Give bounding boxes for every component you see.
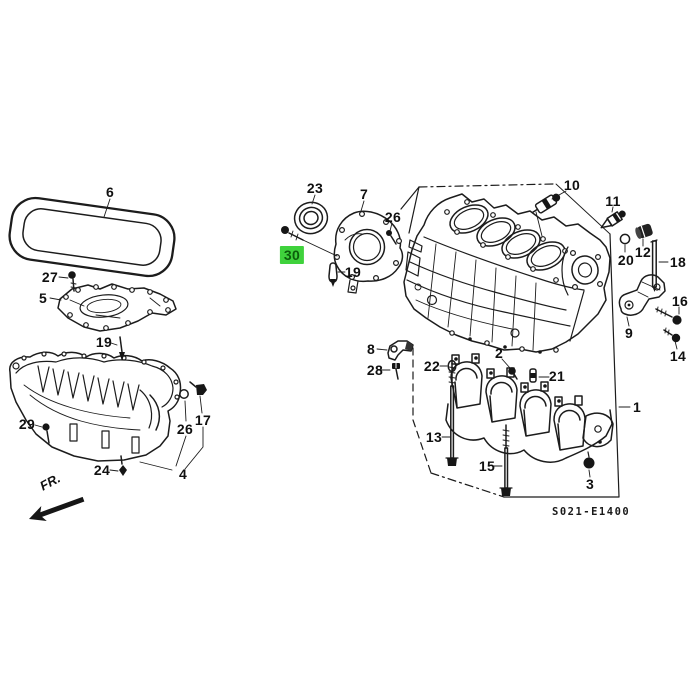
- part-26-bolt-top: [386, 230, 397, 245]
- callout-20[interactable]: 20: [617, 252, 635, 268]
- callout-18[interactable]: 18: [669, 254, 687, 270]
- callout-19-b[interactable]: 19: [95, 334, 113, 350]
- callout-6[interactable]: 6: [105, 184, 115, 200]
- callout-19[interactable]: 19: [344, 264, 362, 280]
- callout-14[interactable]: 14: [669, 348, 687, 364]
- part-17-drain-bolt: [189, 381, 207, 395]
- part-30-bolt: [281, 226, 338, 257]
- callout-3[interactable]: 3: [585, 476, 595, 492]
- callout-2[interactable]: 2: [494, 345, 504, 361]
- leader-lines: [34, 190, 680, 478]
- diagram-code: S021-E1400: [552, 506, 631, 518]
- callout-1[interactable]: 1: [632, 399, 642, 415]
- callout-29[interactable]: 29: [18, 416, 36, 432]
- callout-26[interactable]: 26: [384, 209, 402, 225]
- part-12-plug: [635, 223, 653, 239]
- callout-7[interactable]: 7: [359, 186, 369, 202]
- callout-22[interactable]: 22: [423, 358, 441, 374]
- callout-12[interactable]: 12: [634, 244, 652, 260]
- callout-9[interactable]: 9: [624, 325, 634, 341]
- bearing-cap-bridge: [445, 353, 614, 463]
- part-19-stud-left: [119, 336, 125, 361]
- callout-26-b[interactable]: 26: [176, 421, 194, 437]
- part-2-bolt: [508, 367, 518, 380]
- callout-5[interactable]: 5: [38, 290, 48, 306]
- group-1-outline: [400, 183, 620, 498]
- part-11-sensor: [600, 210, 626, 229]
- callout-23[interactable]: 23: [306, 180, 324, 196]
- part-9-bracket: [618, 274, 666, 316]
- callout-27[interactable]: 27: [41, 269, 59, 285]
- part-8-bracket: [387, 340, 414, 361]
- fr-arrow-icon: [29, 496, 85, 522]
- callout-15[interactable]: 15: [478, 458, 496, 474]
- part-20-washer: [619, 233, 631, 245]
- part-14-bolt: [663, 327, 681, 343]
- part-19-dowel-right: [328, 262, 338, 287]
- callout-8[interactable]: 8: [366, 341, 376, 357]
- part-21-pin: [529, 368, 537, 383]
- part-6-gasket: [8, 196, 176, 278]
- part-10-sensor: [531, 193, 561, 214]
- callout-4[interactable]: 4: [178, 466, 188, 482]
- callout-21[interactable]: 21: [548, 368, 566, 384]
- callout-30[interactable]: 30: [279, 246, 305, 264]
- part-15-bolt: [499, 424, 513, 496]
- part-26-washer-pan: [179, 389, 189, 399]
- part-13-bolt: [445, 362, 459, 466]
- part-28-bolt: [392, 363, 400, 380]
- callout-16[interactable]: 16: [671, 293, 689, 309]
- part-3-plug: [583, 451, 595, 469]
- part-5-baffle-plate: [57, 283, 177, 332]
- part-7-seal-plate: [333, 210, 404, 294]
- part-29-bolt: [42, 423, 50, 444]
- callout-17[interactable]: 17: [194, 412, 212, 428]
- cylinder-block: [403, 193, 611, 354]
- part-23-oil-seal: [293, 201, 329, 235]
- callout-10[interactable]: 10: [563, 177, 581, 193]
- callout-11[interactable]: 11: [605, 193, 621, 209]
- callout-13[interactable]: 13: [425, 429, 443, 445]
- callout-28[interactable]: 28: [366, 362, 384, 378]
- part-16-bolt: [655, 306, 682, 325]
- part-24-bolt: [119, 455, 127, 476]
- callout-24[interactable]: 24: [93, 462, 111, 478]
